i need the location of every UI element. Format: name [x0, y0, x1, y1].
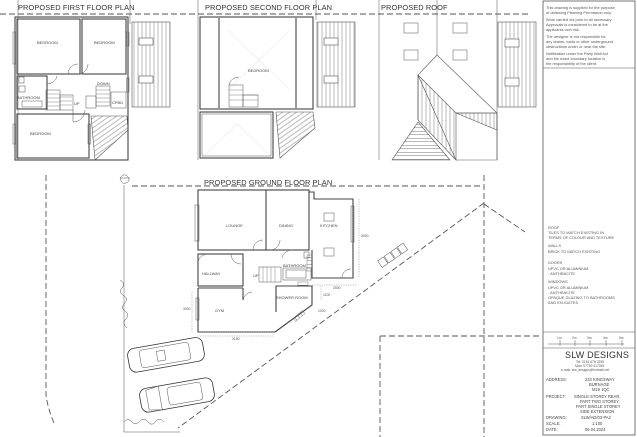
- svg-text:- ANTHRACITE: - ANTHRACITE: [548, 271, 575, 276]
- svg-text:5m: 5m: [619, 336, 624, 340]
- svg-text:1m: 1m: [557, 336, 562, 340]
- front-boundary-line: [177, 202, 485, 429]
- svg-text:SLW/AD/03-PA2: SLW/AD/03-PA2: [581, 415, 612, 420]
- disclaimer-notes: This drawing is supplied for the purpose…: [546, 5, 615, 66]
- svg-text:e-mail: slw_designs@hotmail.ne: e-mail: slw_designs@hotmail.net: [561, 368, 609, 372]
- first-floor-plan: PROPOSED FIRST FLOOR PLAN BEDROOM BEDROO…: [12, 0, 171, 161]
- shrub-icon: [119, 174, 130, 184]
- dimension-label: 1200: [318, 309, 326, 313]
- cupboard-label: CPBD: [112, 100, 123, 105]
- room-label: BEDROOM: [248, 68, 269, 73]
- second-floor-plan: PROPOSED SECOND FLOOR PLAN BEDROOM: [197, 0, 356, 160]
- car-icon: [139, 377, 215, 413]
- dimension-label: 5000: [361, 234, 369, 238]
- svg-text:OPAQUE GLAZING TO BATHROOMS: OPAQUE GLAZING TO BATHROOMS: [548, 295, 615, 300]
- roof-title: PROPOSED ROOF: [381, 3, 448, 12]
- roof-plan: PROPOSED ROOF: [378, 0, 537, 161]
- stair-down-label: DOWN: [97, 81, 110, 86]
- stair-up-label: UP: [253, 273, 259, 278]
- svg-text:This drawing is supplied for t: This drawing is supplied for the purpose: [546, 5, 615, 10]
- svg-text:SIDE EXTENSION: SIDE EXTENSION: [580, 409, 614, 414]
- svg-text:TILES TO MATCH EXISTING IN: TILES TO MATCH EXISTING IN: [548, 230, 604, 235]
- svg-text:Work carried out prior to all: Work carried out prior to all necessary: [546, 17, 612, 22]
- dimension-label: 3150: [232, 337, 240, 341]
- svg-text:UPVC OR ALUMINIUM: UPVC OR ALUMINIUM: [548, 266, 588, 271]
- dimension-label: 2500: [333, 286, 341, 290]
- room-label: SHOWER ROOM: [276, 295, 308, 300]
- room-label: KITCHEN: [320, 223, 338, 228]
- svg-text:UPVC OR ALUMINIUM: UPVC OR ALUMINIUM: [548, 285, 588, 290]
- svg-text:DOORS: DOORS: [548, 260, 563, 265]
- svg-text:Approvals is considered to be: Approvals is considered to be at the: [546, 22, 608, 27]
- svg-text:WALLS: WALLS: [548, 243, 561, 248]
- svg-text:The designer is not responsibl: The designer is not responsible for: [546, 34, 606, 39]
- svg-text:Mob: 07759 417045: Mob: 07759 417045: [575, 364, 604, 368]
- svg-text:BRICK TO MATCH EXISTING: BRICK TO MATCH EXISTING: [548, 249, 600, 254]
- svg-text:ADDRESS:: ADDRESS:: [546, 377, 567, 382]
- room-label: DINING: [279, 223, 293, 228]
- svg-text:any drains, voids or other und: any drains, voids or other underground: [546, 39, 613, 44]
- svg-text:PROJECT:: PROJECT:: [546, 394, 566, 399]
- svg-text:ROOF: ROOF: [548, 225, 560, 230]
- shrub-icon: [119, 279, 128, 329]
- wheelie-bins: [377, 242, 408, 268]
- room-label: BEDROOM: [30, 131, 51, 136]
- room-label: BATHROOM: [17, 95, 40, 100]
- room-label: HALLWAY: [202, 271, 221, 276]
- svg-text:233 KINGSWAY: 233 KINGSWAY: [585, 377, 615, 382]
- company-name: SLW DESIGNS: [565, 350, 629, 360]
- room-label: GYM: [215, 308, 224, 313]
- svg-text:and the exact boundary locatio: and the exact boundary location is: [546, 56, 605, 61]
- svg-text:applicants own risk.: applicants own risk.: [546, 27, 580, 32]
- dimension-label: 3000: [183, 307, 191, 311]
- svg-text:Notification under the Party W: Notification under the Party Wall Act: [546, 51, 609, 56]
- scale-bar: 1m 2m 3m 4m 5m: [543, 331, 635, 349]
- svg-text:the responsibility of the clie: the responsibility of the client.: [546, 61, 597, 66]
- svg-text:PART TWO STOREY,: PART TWO STOREY,: [580, 399, 620, 404]
- first-floor-title: PROPOSED FIRST FLOOR PLAN: [18, 3, 135, 12]
- svg-text:- ANTHRACITE: - ANTHRACITE: [548, 290, 575, 295]
- svg-text:DRAWING:: DRAWING:: [546, 415, 567, 420]
- room-label: BATHROOM: [283, 263, 306, 268]
- svg-text:PART SINGLE STOREY: PART SINGLE STOREY: [576, 404, 621, 409]
- car-icon: [127, 337, 205, 373]
- ground-floor-title: PROPOSED GROUND FLOOR PLAN: [204, 178, 332, 187]
- room-label: LOUNGE: [226, 223, 243, 228]
- dimension-label: 1100: [323, 293, 330, 297]
- svg-text:WINDOWS: WINDOWS: [548, 279, 568, 284]
- svg-text:TERMS OF COLOUR AND TEXTURE: TERMS OF COLOUR AND TEXTURE: [548, 235, 614, 240]
- svg-text:SINGLE STOREY REAR,: SINGLE STOREY REAR,: [574, 394, 621, 399]
- title-block: SLW DESIGNS Tel: 0161 678 2255 Mob: 0775…: [546, 350, 629, 432]
- svg-text:BURNAGE: BURNAGE: [589, 382, 610, 387]
- shrub-icon: [123, 419, 165, 425]
- notes-panel: This drawing is supplied for the purpose…: [542, 0, 636, 436]
- svg-text:M19 1QC: M19 1QC: [592, 387, 610, 392]
- svg-text:SCALE:: SCALE:: [546, 421, 561, 426]
- ground-floor-plan: PROPOSED GROUND FLOOR PLAN LOUNGE DINING…: [45, 174, 540, 437]
- svg-text:obstructions under or near the: obstructions under or near the site.: [546, 44, 606, 49]
- room-label: BEDROOM: [94, 40, 115, 45]
- svg-text:AND EN-SUITES: AND EN-SUITES: [548, 300, 578, 305]
- svg-text:06.04.2024: 06.04.2024: [585, 427, 606, 432]
- svg-text:DATE:: DATE:: [546, 427, 558, 432]
- svg-text:of obtaining Planning Permissi: of obtaining Planning Permission only.: [546, 10, 612, 15]
- specification-notes: ROOF TILES TO MATCH EXISTING IN TERMS OF…: [548, 225, 615, 305]
- svg-text:4m: 4m: [603, 336, 608, 340]
- room-label: BEDROOM: [37, 40, 58, 45]
- second-floor-title: PROPOSED SECOND FLOOR PLAN: [205, 3, 332, 12]
- stair-up-label: UP: [74, 101, 80, 106]
- svg-text:3m: 3m: [587, 336, 592, 340]
- svg-text:1:100: 1:100: [592, 421, 603, 426]
- svg-text:Tel: 0161 678 2255: Tel: 0161 678 2255: [576, 360, 604, 364]
- left-boundary-line: [45, 175, 56, 426]
- svg-text:2m: 2m: [572, 336, 577, 340]
